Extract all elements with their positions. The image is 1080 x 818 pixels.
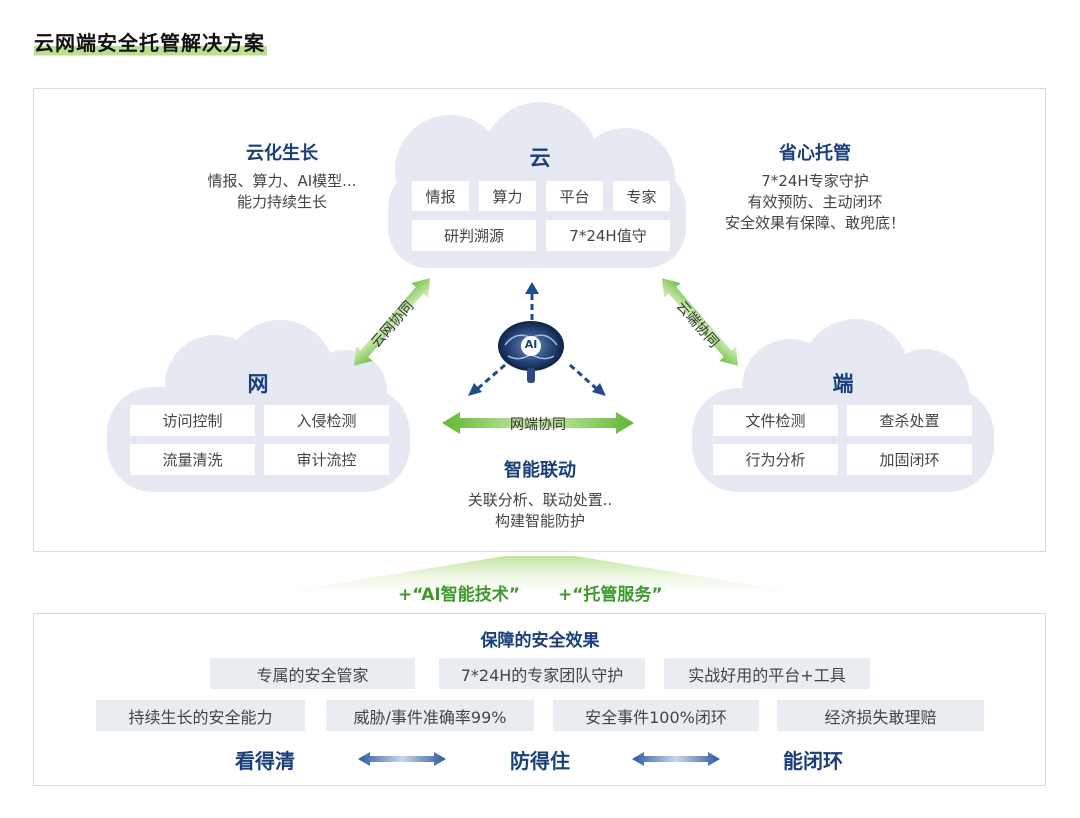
brain-icon <box>498 321 564 383</box>
managed-line-2: 有效预防、主动闭环 <box>747 193 883 211</box>
cloud-left-chip-3: 流量清洗 <box>130 444 255 475</box>
page-title: 云网端安全托管解决方案 <box>34 27 267 58</box>
cloud-center-chip-2: 算力 <box>479 181 536 211</box>
cloud-left-chip-1: 访问控制 <box>130 405 255 436</box>
effect-chip-4: 持续生长的安全能力 <box>96 700 305 731</box>
cloud-center-chip-4: 专家 <box>613 181 670 211</box>
stage-close-loop: 能闭环 <box>783 749 843 773</box>
cloud-right-chip-3: 行为分析 <box>713 444 838 475</box>
plus-ai-tech: +“AI智能技术” <box>398 585 520 605</box>
managed-line-1: 7*24H专家守护 <box>761 172 869 190</box>
cloud-left-title: 网 <box>247 372 269 396</box>
linkage-line-2: 构建智能防护 <box>494 512 585 530</box>
effect-chip-7: 经济损失敢理赔 <box>777 700 984 731</box>
effects-title: 保障的安全效果 <box>480 631 600 651</box>
cloud-center-title: 云 <box>529 146 551 170</box>
linkage-title: 智能联动 <box>504 460 576 481</box>
growth-line-1: 情报、算力、AI模型... <box>207 172 357 190</box>
cloud-right-chip-2: 查杀处置 <box>847 405 972 436</box>
cloud-center-chip-6: 7*24H值守 <box>546 220 670 251</box>
cloud-right-chip-1: 文件检测 <box>713 405 838 436</box>
cloud-right-title: 端 <box>832 372 854 396</box>
ai-dashed-arrows <box>475 292 599 392</box>
arrow-stage-2 <box>632 752 720 766</box>
linkage-line-1: 关联分析、联动处置.. <box>467 491 613 509</box>
diagram-frame <box>33 88 1046 552</box>
growth-line-2: 能力持续生长 <box>236 193 327 211</box>
cloud-left-chip-2: 入侵检测 <box>264 405 389 436</box>
arrow-label-net-end: 网端协同 <box>510 417 566 433</box>
effect-chip-2: 7*24H的专家团队守护 <box>439 658 645 689</box>
cloud-center-chip-1: 情报 <box>412 181 469 211</box>
plus-managed-service: +“托管服务” <box>558 585 663 605</box>
stage-see: 看得清 <box>235 749 295 773</box>
ai-arrowheads <box>468 282 606 396</box>
cloud-right-chip-4: 加固闭环 <box>847 444 972 475</box>
effects-frame <box>33 613 1046 786</box>
managed-title: 省心托管 <box>779 143 851 164</box>
stage-defend: 防得住 <box>510 749 570 773</box>
effect-chip-6: 安全事件100%闭环 <box>553 700 759 731</box>
arrow-net-end <box>442 412 634 434</box>
effect-chip-1: 专属的安全管家 <box>210 658 415 689</box>
arrow-cloud-end <box>661 278 739 366</box>
green-glow <box>235 556 845 600</box>
ai-badge: AI <box>524 338 538 351</box>
effect-chip-3: 实战好用的平台+工具 <box>664 658 870 689</box>
cloud-left-chip-4: 审计流控 <box>264 444 389 475</box>
cloud-center-chip-5: 研判溯源 <box>412 220 536 251</box>
effect-chip-5: 威胁/事件准确率99% <box>326 700 534 731</box>
managed-line-3: 安全效果有保障、敢兜底！ <box>724 214 905 232</box>
growth-title: 云化生长 <box>246 143 318 164</box>
arrow-cloud-net <box>353 278 431 366</box>
cloud-center-chip-3: 平台 <box>546 181 603 211</box>
arrow-stage-1 <box>358 752 446 766</box>
